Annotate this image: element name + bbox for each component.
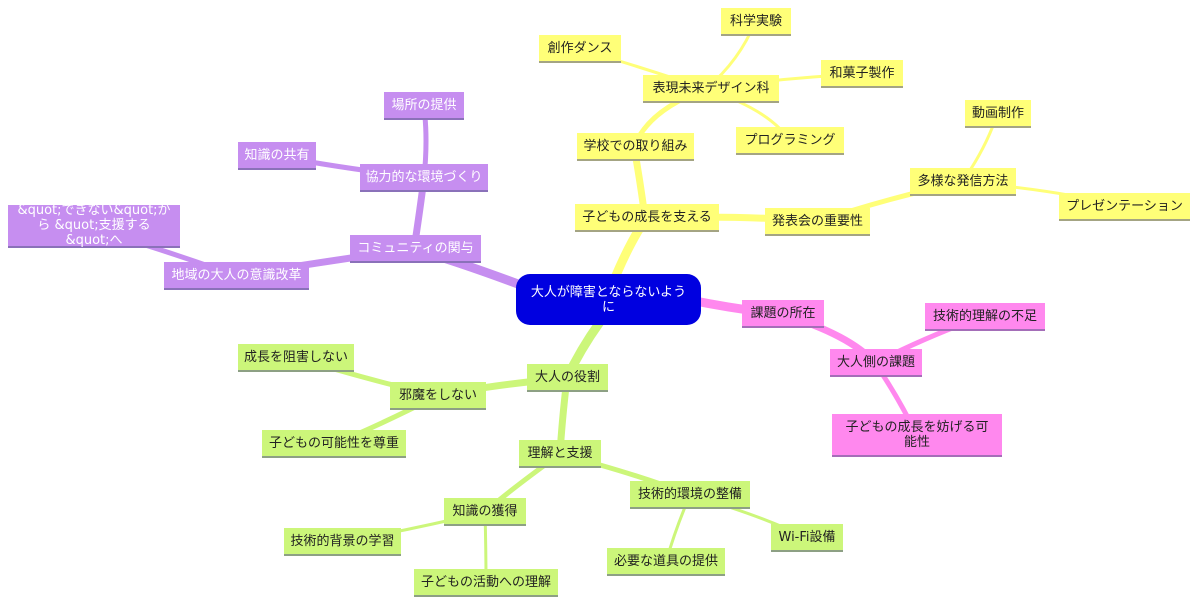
- node-tech-understanding-lack[interactable]: 技術的理解の不足: [925, 303, 1045, 331]
- node-hinder-growth[interactable]: 子どもの成長を妨げる可能性: [832, 414, 1002, 457]
- node-place-provision[interactable]: 場所の提供: [384, 92, 464, 120]
- node-tech-environment[interactable]: 技術的環境の整備: [630, 481, 750, 509]
- node-adult-role[interactable]: 大人の役割: [527, 364, 608, 392]
- node-wifi[interactable]: Wi-Fi設備: [771, 524, 843, 552]
- node-tech-background-learning[interactable]: 技術的背景の学習: [284, 528, 401, 556]
- node-issue-location[interactable]: 課題の所在: [742, 300, 824, 328]
- node-knowledge-acquisition[interactable]: 知識の獲得: [444, 498, 526, 526]
- node-school-initiatives[interactable]: 学校での取り組み: [577, 133, 694, 161]
- node-understanding-support[interactable]: 理解と支援: [519, 440, 601, 468]
- node-creative-dance[interactable]: 創作ダンス: [539, 35, 621, 63]
- node-presentation-importance[interactable]: 発表会の重要性: [765, 208, 870, 236]
- node-cannot-to-support[interactable]: &quot;できない&quot;から &quot;支援する&quot;へ: [8, 203, 180, 248]
- root-node[interactable]: 大人が障害とならないように: [516, 274, 701, 325]
- node-presentation[interactable]: プレゼンテーション: [1059, 193, 1190, 221]
- node-cooperative-env[interactable]: 協力的な環境づくり: [360, 164, 488, 192]
- node-knowledge-sharing[interactable]: 知識の共有: [238, 142, 316, 170]
- node-diverse-methods[interactable]: 多様な発信方法: [910, 168, 1016, 196]
- node-understand-activity[interactable]: 子どもの活動への理解: [414, 569, 558, 597]
- node-design-course[interactable]: 表現未来デザイン科: [643, 75, 779, 103]
- node-video-production[interactable]: 動画制作: [965, 100, 1031, 128]
- node-support-growth[interactable]: 子どもの成長を支える: [575, 204, 719, 232]
- node-local-adult-awareness[interactable]: 地域の大人の意識改革: [164, 262, 309, 290]
- node-no-block-growth[interactable]: 成長を阻害しない: [238, 344, 354, 372]
- node-wagashi[interactable]: 和菓子製作: [821, 60, 903, 88]
- node-adult-issues[interactable]: 大人側の課題: [830, 349, 922, 377]
- node-science-experiment[interactable]: 科学実験: [721, 8, 791, 36]
- node-programming[interactable]: プログラミング: [736, 127, 844, 155]
- node-community[interactable]: コミュニティの関与: [350, 235, 481, 263]
- node-no-interfere[interactable]: 邪魔をしない: [390, 382, 486, 410]
- node-respect-potential[interactable]: 子どもの可能性を尊重: [262, 430, 406, 458]
- node-tools-provision[interactable]: 必要な道具の提供: [607, 548, 725, 576]
